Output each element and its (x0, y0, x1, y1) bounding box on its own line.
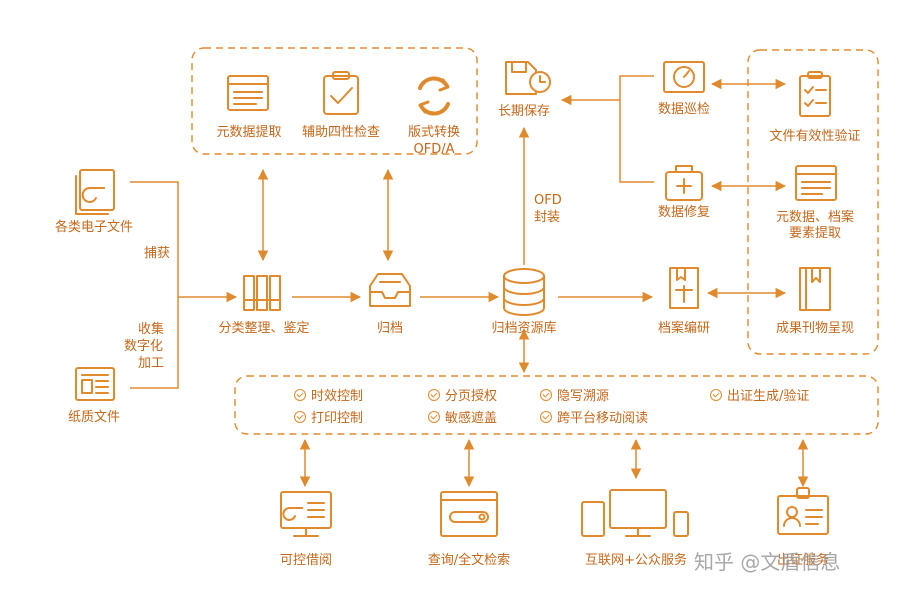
clipboard-check-icon (323, 71, 359, 115)
book-icon (799, 267, 831, 311)
medical-kit-icon (665, 165, 703, 201)
cert-label: 出证服务 (776, 553, 830, 568)
features-dashed-group (234, 375, 879, 435)
feature-page-auth: 分页授权 (428, 388, 497, 405)
compile-label: 档案编研 (657, 321, 711, 336)
capture-label: 捕获 (144, 246, 171, 261)
feature-sensitive-mask: 敏感遮盖 (428, 410, 497, 427)
feature-print-control: 打印控制 (294, 410, 363, 427)
feature-hidden-trace: 隐写溯源 (540, 388, 609, 405)
collect-label: 收集 (138, 322, 165, 337)
metadata-window-icon (227, 75, 269, 111)
checklist-icon (799, 71, 831, 117)
monitor-e-icon (280, 491, 332, 537)
format-convert-label: 版式转换 (407, 125, 461, 140)
package-label: 封装 (534, 210, 561, 225)
publication-label: 成果刊物呈现 (775, 321, 855, 336)
meta-extract-label-2: 要素提取 (788, 226, 842, 241)
right-dashed-group (747, 49, 879, 355)
format-convert-sub-label: OFD/A (413, 142, 455, 157)
archive-label: 归档 (376, 321, 404, 336)
inbox-tray-icon (369, 273, 411, 307)
list-window-icon (795, 165, 837, 201)
convert-arrows-icon (418, 76, 450, 116)
borrow-label: 可控借阅 (279, 553, 333, 568)
database-icon (503, 268, 545, 316)
meta-extract-label-1: 元数据、档案 (775, 210, 855, 225)
check-circle-icon (540, 389, 552, 401)
binders-icon (243, 275, 281, 311)
check-circle-icon (710, 389, 722, 401)
e-document-icon (75, 169, 115, 215)
check-circle-icon (428, 389, 440, 401)
long-term-label: 长期保存 (497, 104, 551, 119)
feature-time-control: 时效控制 (294, 388, 363, 405)
browser-search-icon (440, 491, 498, 537)
feature-certificate: 出证生成/验证 (710, 388, 809, 405)
id-badge-icon (777, 487, 829, 535)
validity-label: 文件有效性验证 (769, 129, 861, 144)
check-circle-icon (294, 411, 306, 423)
zhihu-watermark: 知乎 @文盾信息 (694, 550, 841, 574)
four-check-label: 辅助四性检查 (301, 125, 381, 140)
save-clock-icon (505, 61, 551, 95)
report-document-icon (669, 267, 699, 309)
feature-cross-platform: 跨平台移动阅读 (540, 410, 648, 427)
digitize-label: 数字化 (124, 339, 164, 354)
check-circle-icon (428, 411, 440, 423)
metadata-extract-label: 元数据提取 (216, 125, 282, 140)
connector-efile (130, 181, 179, 297)
internet-label: 互联网+公众服务 (585, 553, 687, 568)
ofd-label: OFD (534, 193, 562, 208)
gauge-icon (663, 61, 705, 93)
top-dashed-group (191, 47, 478, 155)
inspect-label: 数据巡检 (657, 102, 711, 117)
multi-device-icon (581, 489, 689, 537)
check-circle-icon (540, 411, 552, 423)
e-files-label: 各类电子文件 (54, 220, 134, 235)
repository-label: 归档资源库 (491, 321, 557, 336)
check-circle-icon (294, 389, 306, 401)
paper-files-label: 纸质文件 (67, 410, 121, 425)
connector-paper (130, 297, 179, 389)
repair-label: 数据修复 (657, 205, 711, 220)
newspaper-icon (75, 367, 115, 401)
classify-label: 分类整理、鉴定 (218, 321, 310, 336)
search-label: 查询/全文检索 (427, 553, 511, 568)
process-label: 加工 (138, 356, 165, 371)
connector-inspect-repair (619, 75, 654, 183)
